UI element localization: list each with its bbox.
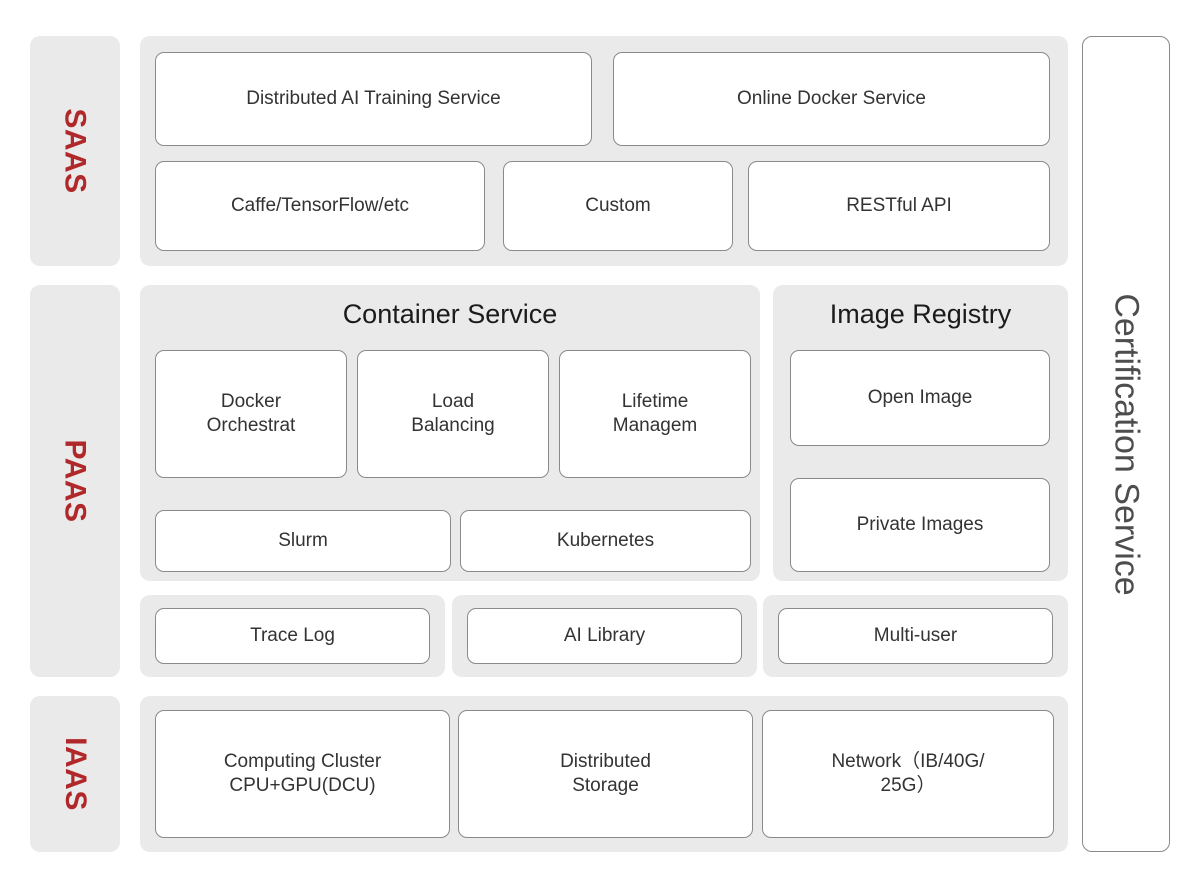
iaas-card-network[interactable]: Network（IB/40G/ 25G） (762, 710, 1054, 838)
image-registry-title: Image Registry (829, 299, 1012, 329)
container-service-card-docker-orchestrat[interactable]: Docker Orchestrat (155, 350, 347, 478)
container-service-card-lifetime-managem[interactable]: Lifetime Managem (559, 350, 751, 478)
iaas-card-computing-cluster[interactable]: Computing Cluster CPU+GPU(DCU) (155, 710, 450, 838)
image-registry-card-open-image[interactable]: Open Image (790, 350, 1050, 446)
saas-card-distributed-ai-training-service[interactable]: Distributed AI Training Service (155, 52, 592, 146)
iaas-card-distributed-storage[interactable]: Distributed Storage (458, 710, 753, 838)
saas-card-caffe-tensorflow-etc[interactable]: Caffe/TensorFlow/etc (155, 161, 485, 251)
tier-label-iaas-text: IAAS (59, 737, 92, 811)
container-service-card-load-balancing[interactable]: Load Balancing (357, 350, 549, 478)
container-service-card-kubernetes[interactable]: Kubernetes (460, 510, 751, 572)
support-card-ai-library[interactable]: AI Library (467, 608, 742, 664)
container-service-card-slurm[interactable]: Slurm (155, 510, 451, 572)
tier-label-saas: SAAS (30, 36, 120, 266)
support-card-multi-user[interactable]: Multi-user (778, 608, 1053, 664)
tier-label-paas: PAAS (30, 285, 120, 677)
saas-card-restful-api[interactable]: RESTful API (748, 161, 1050, 251)
tier-label-saas-text: SAAS (58, 108, 92, 194)
tier-label-paas-text: PAAS (59, 439, 92, 523)
container-service-title: Container Service (342, 299, 558, 329)
saas-card-online-docker-service[interactable]: Online Docker Service (613, 52, 1050, 146)
certification-service-bar[interactable]: Certification Service (1082, 36, 1170, 852)
tier-label-iaas: IAAS (30, 696, 120, 852)
certification-service-label: Certification Service (1107, 292, 1146, 596)
image-registry-card-private-images[interactable]: Private Images (790, 478, 1050, 572)
support-card-trace-log[interactable]: Trace Log (155, 608, 430, 664)
saas-card-custom[interactable]: Custom (503, 161, 733, 251)
